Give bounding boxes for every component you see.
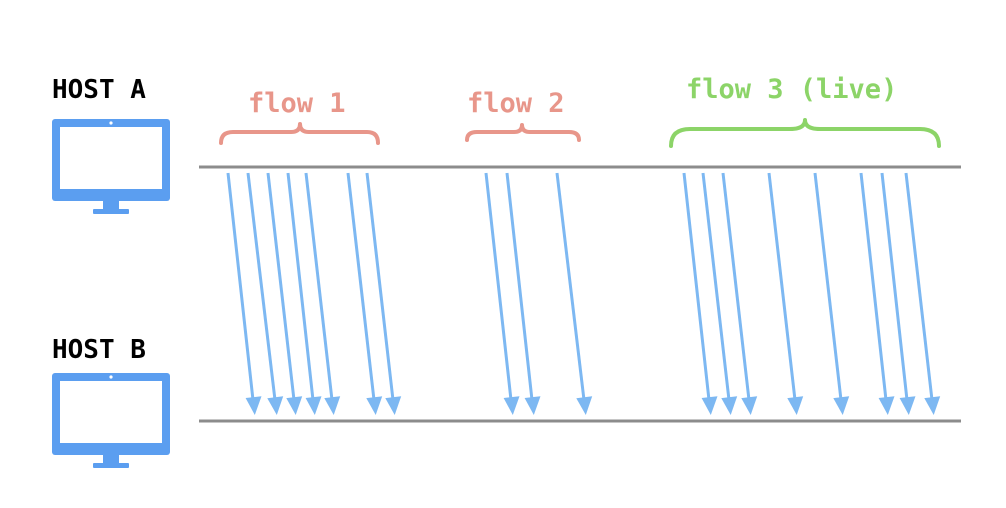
host-a-monitor-icon xyxy=(52,119,170,214)
flow-1-packet-arrow xyxy=(346,172,383,415)
flow-1-packet-arrow xyxy=(246,172,284,415)
host-a-label: HOST A xyxy=(52,75,146,105)
flow-3-packet-arrow xyxy=(813,172,850,415)
flow-2-packet-arrow xyxy=(484,172,520,415)
flow-3-packet-arrow xyxy=(701,172,738,415)
flow-3-packet-arrow xyxy=(859,172,895,415)
flow-3-packet-arrow xyxy=(721,172,758,415)
flow-3-packet-arrow xyxy=(880,172,916,415)
flow-3-packet-arrow xyxy=(682,172,718,415)
flow-1-brace xyxy=(219,122,380,145)
flow-2-brace xyxy=(465,123,581,142)
host-b-label: HOST B xyxy=(52,335,146,365)
flow-1-packet-arrow xyxy=(365,172,402,415)
host-b-monitor-icon xyxy=(52,373,170,468)
flow-2-packet-arrow xyxy=(505,172,541,415)
flow-3-brace xyxy=(669,118,941,148)
flow-3-packet-arrow xyxy=(904,172,941,415)
flow-2-label: flow 2 xyxy=(467,88,565,119)
flow-1-packet-arrow xyxy=(286,172,322,415)
flow-1-packet-arrow xyxy=(226,172,262,415)
flow-1-packet-arrow xyxy=(304,172,341,415)
flow-3-packet-arrow xyxy=(767,172,804,415)
flow-2-packet-arrow xyxy=(555,172,593,415)
flow-1-packet-arrow xyxy=(266,172,303,415)
packet-arrows xyxy=(226,172,941,415)
flow-3-label: flow 3 (live) xyxy=(686,74,897,105)
flow-1-label: flow 1 xyxy=(248,88,346,119)
